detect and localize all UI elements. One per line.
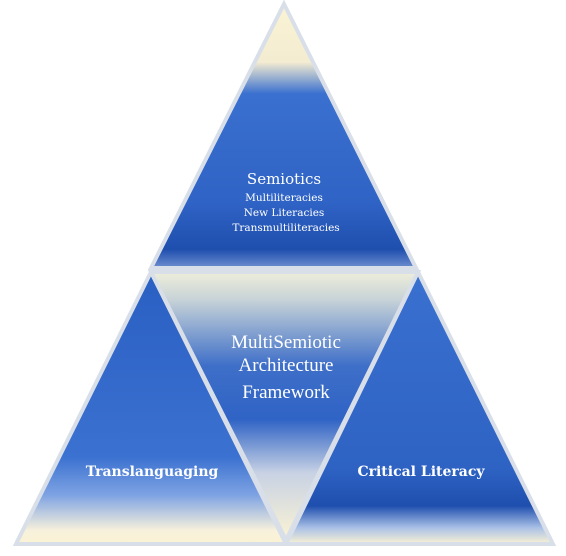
center-triangle — [147, 270, 422, 545]
top-triangle — [147, 0, 420, 270]
center-line: Framework — [242, 382, 330, 403]
top-item: Multiliteracies — [245, 192, 323, 204]
bottom-right-label: Critical Literacy — [357, 464, 485, 480]
top-item: New Literacies — [244, 207, 325, 219]
top-title: Semiotics — [247, 170, 321, 188]
center-line: MultiSemiotic — [231, 332, 341, 353]
bottom-left-label: Translanguaging — [86, 464, 219, 480]
center-line: Architecture — [239, 355, 334, 376]
top-item: Transmultiliteracies — [232, 222, 339, 234]
